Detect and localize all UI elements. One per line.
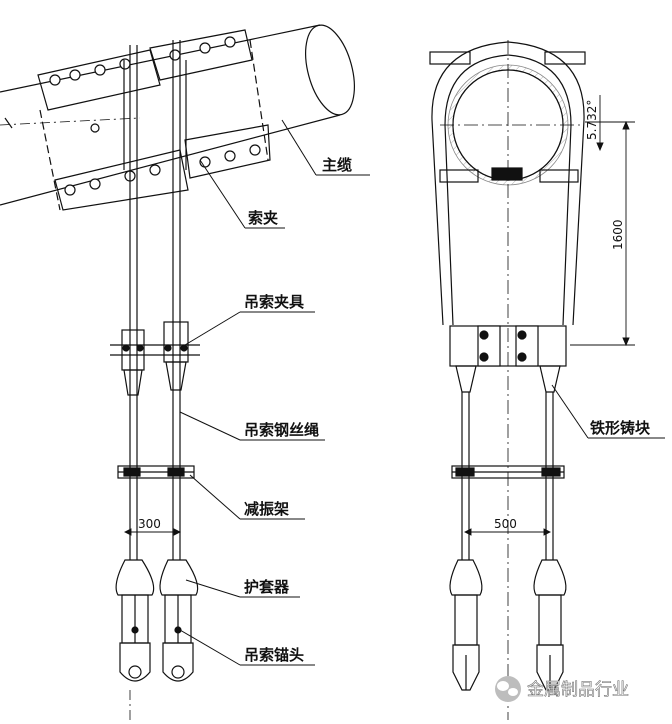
hanger-wire-rope-right <box>172 40 187 560</box>
cable-socket-left <box>119 594 194 682</box>
dim-text-1600: 1600 <box>611 219 625 250</box>
height-dim-1600 <box>570 95 635 347</box>
label-damper-frame: 减振架 <box>244 500 289 518</box>
dim-text-300: 300 <box>138 517 161 531</box>
dim-text-slope: 5.732° <box>585 100 599 140</box>
cable-band-clamp <box>37 29 271 211</box>
dim-text-500: 500 <box>494 517 517 531</box>
spacing-dim-300 <box>123 528 182 536</box>
damper-frame-right <box>451 465 565 479</box>
label-hanger-clamp: 吊索夹具 <box>244 293 304 311</box>
cable-socket-right <box>452 594 564 691</box>
left-side-view <box>0 24 355 720</box>
damper-frame-left <box>117 465 195 479</box>
hanger-clamp-left <box>110 321 200 396</box>
right-front-view <box>429 40 635 720</box>
watermark: 金属制品行业 <box>495 676 629 702</box>
spacing-dim-500 <box>463 528 552 536</box>
label-forked-socket: 铁形铸块 <box>590 419 651 437</box>
label-main-cable: 主缆 <box>322 156 352 174</box>
label-protector: 护套器 <box>244 578 290 596</box>
label-cable-socket: 吊索锚头 <box>244 646 304 664</box>
protector-right <box>449 559 567 596</box>
main-cable-tube <box>0 24 355 206</box>
watermark-text: 金属制品行业 <box>527 680 629 700</box>
forked-socket <box>449 325 567 393</box>
hanger-wire-rope-left <box>123 45 138 560</box>
label-cable-band: 索夹 <box>248 209 278 227</box>
label-hanger-wire-rope: 吊索钢丝绳 <box>244 421 319 439</box>
rope-loop <box>431 41 585 326</box>
leader-lines <box>179 119 665 666</box>
hanger-wire-rope-pair <box>461 392 554 560</box>
protector-left <box>115 559 199 596</box>
